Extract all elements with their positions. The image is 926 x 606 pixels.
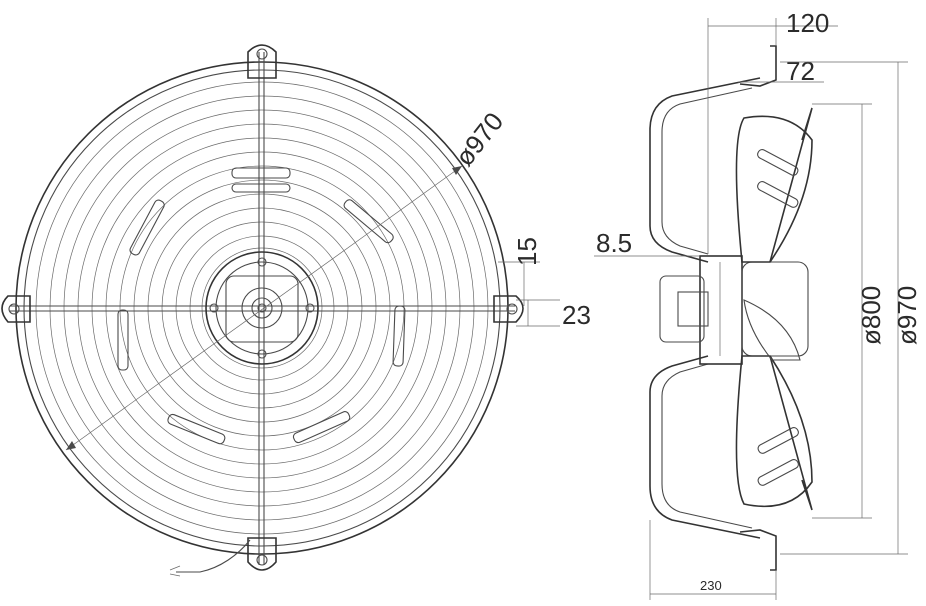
overall-depth-label: 120 [786,8,829,38]
side-blade-diameter-label: ø800 [856,286,886,345]
side-guard-diameter-label: ø970 [892,286,922,345]
motor-offset-label: 8.5 [596,228,632,258]
flange-depth-label: 72 [786,56,815,86]
mount-hole-offset-label: 23 [562,300,591,330]
side-motor [659,255,809,365]
front-view: ø970 15 23 [1,44,591,577]
power-cable [176,539,251,573]
support-bars [10,52,515,565]
guard-wires [35,81,489,535]
mounting-tabs [1,44,524,571]
total-length-label: 230 [700,578,722,593]
front-guard-diameter-label: ø970 [449,107,509,172]
side-view: 120 72 8.5 ø800 ø970 230 [594,8,922,600]
blade-slots [117,167,406,445]
motor-hub [205,251,319,365]
bracket-offset-label: 15 [512,237,542,266]
side-blades [735,107,813,511]
